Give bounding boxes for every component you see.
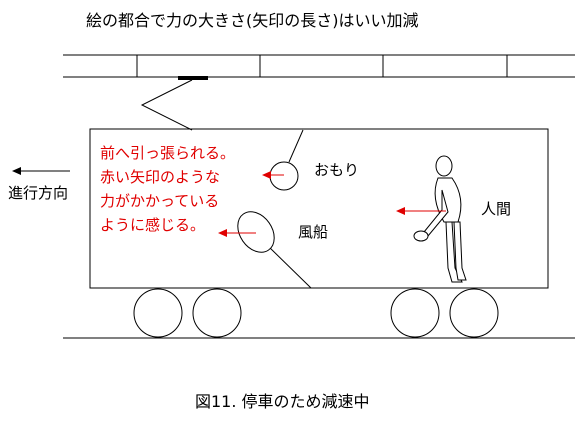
person-legs bbox=[445, 221, 463, 283]
wheel bbox=[390, 288, 440, 338]
force-arrow-weight bbox=[262, 171, 284, 179]
pantograph bbox=[140, 76, 208, 131]
person-figure bbox=[413, 155, 467, 283]
balloon-label: 風船 bbox=[298, 223, 329, 241]
wheel bbox=[449, 288, 499, 338]
overhead-wire bbox=[63, 54, 575, 78]
weight-pendulum bbox=[269, 129, 304, 191]
explanation-line: 力がかかっている bbox=[100, 192, 220, 210]
weight-label: おもり bbox=[314, 161, 360, 179]
figure-caption: 図11. 停車のため減速中 bbox=[195, 392, 370, 411]
person-label: 人間 bbox=[481, 200, 512, 218]
force-arrow-person bbox=[396, 207, 446, 215]
train-car-body bbox=[89, 128, 549, 289]
wheels bbox=[133, 288, 499, 338]
explanation-line: 前へ引っ張られる。 bbox=[100, 144, 236, 162]
person-head bbox=[435, 155, 453, 177]
explanation-line: ように感じる。 bbox=[100, 216, 206, 234]
person-hand bbox=[413, 230, 429, 242]
balloon-figure bbox=[237, 211, 312, 289]
wheel bbox=[192, 288, 242, 338]
wheel bbox=[133, 288, 183, 338]
force-arrow-balloon bbox=[218, 229, 256, 237]
force-arrows bbox=[218, 171, 446, 237]
explanation-line: 赤い矢印のような bbox=[100, 168, 221, 186]
figure-note: 絵の都合で力の大きさ(矢印の長さ)はいい加減 bbox=[86, 11, 419, 30]
direction-arrow bbox=[12, 167, 70, 175]
weight-ball bbox=[269, 161, 299, 191]
direction-label: 進行方向 bbox=[8, 184, 69, 202]
balloon-shape bbox=[237, 211, 275, 253]
explanation-text: 前へ引っ張られる。 赤い矢印のような 力がかかっている ように感じる。 bbox=[100, 141, 235, 237]
